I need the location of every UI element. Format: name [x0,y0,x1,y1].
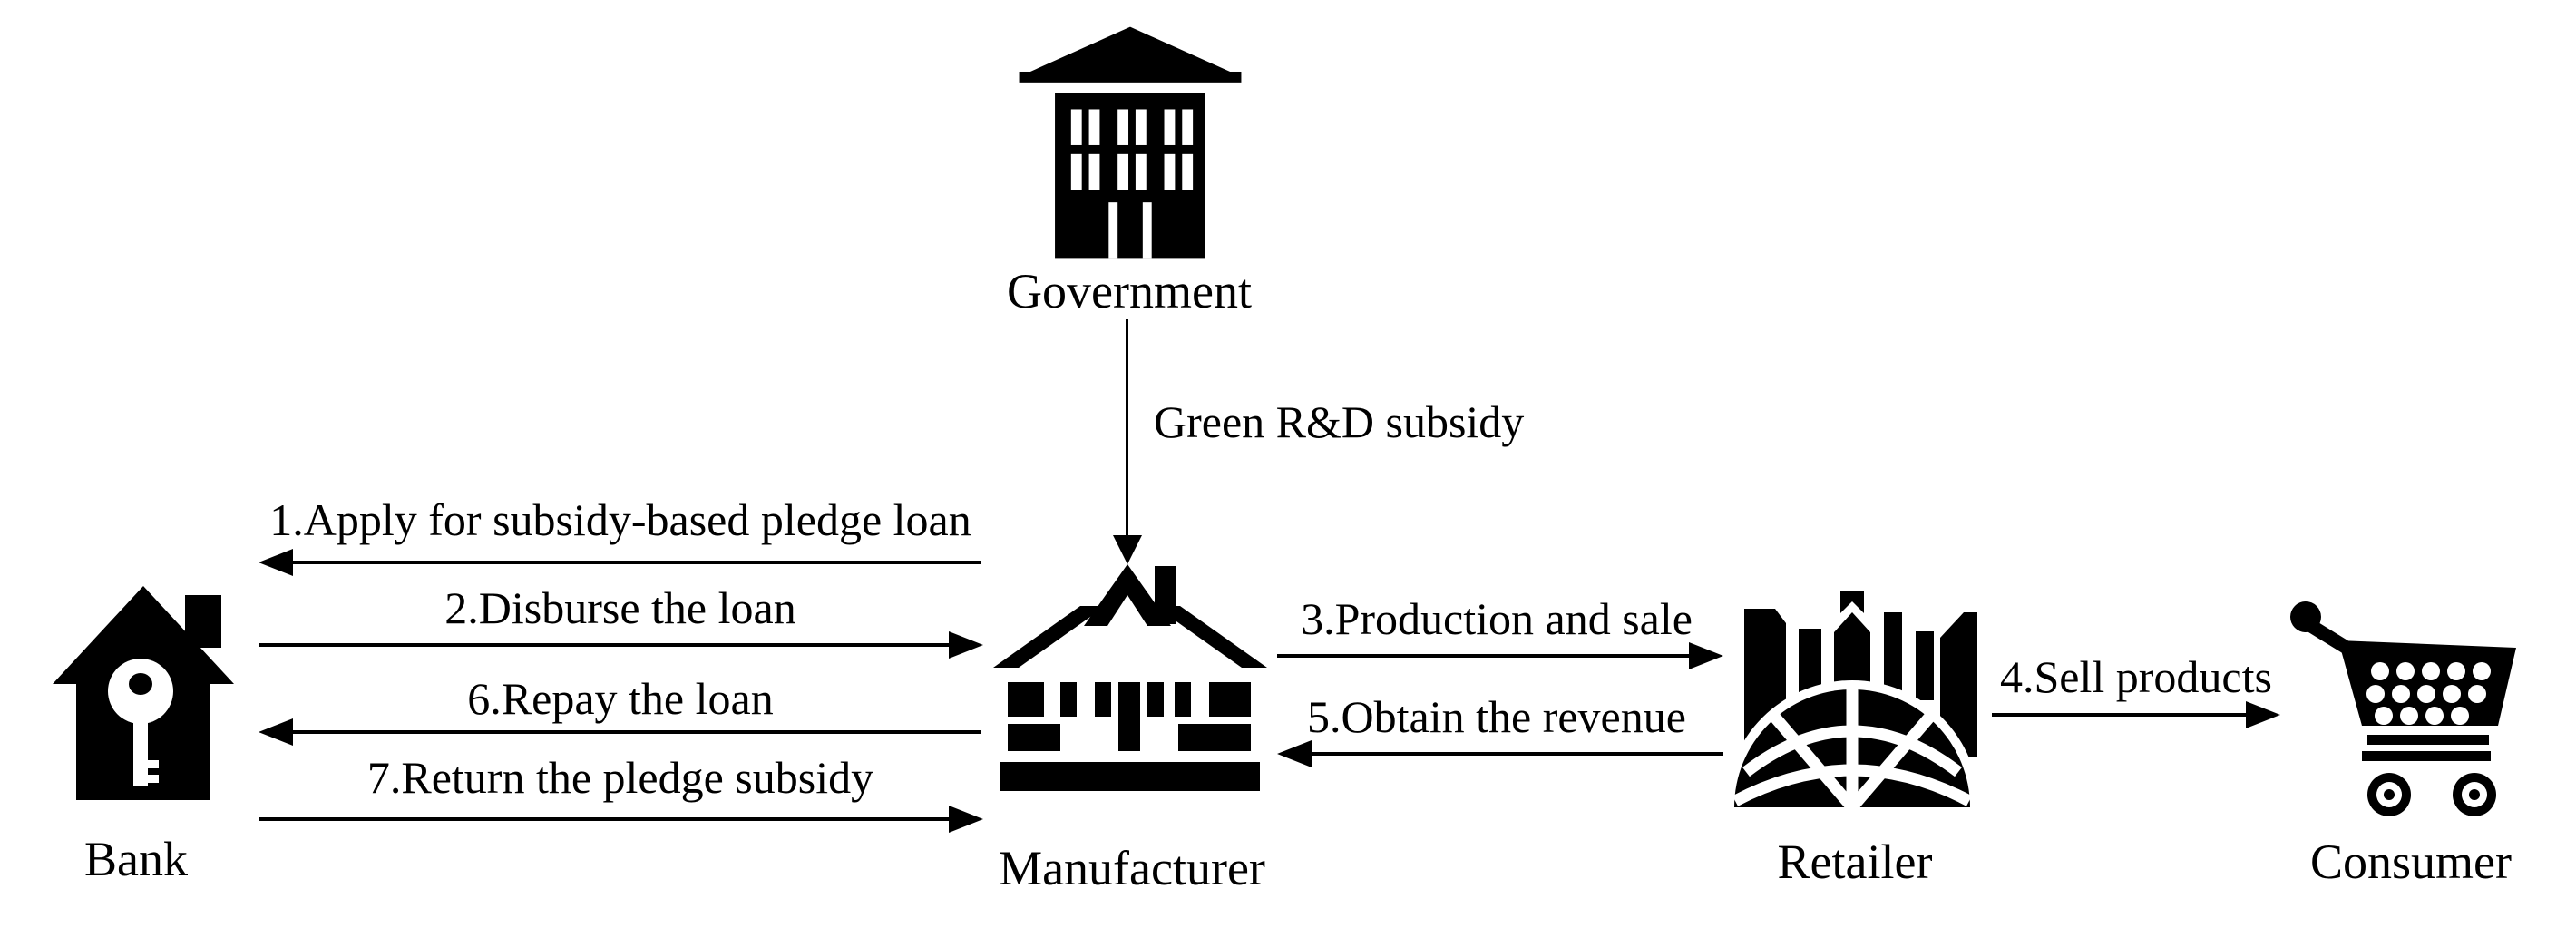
entity-label-government: Government [1007,264,1252,318]
flow-label-2: 2.Disburse the loan [444,582,796,633]
entity-label-manufacturer: Manufacturer [999,841,1265,895]
flow-label-green-subsidy: Green R&D subsidy [1154,396,1525,447]
flow-arrow-5 [1308,752,1723,756]
shopping-cart-icon [2288,590,2534,824]
arrowhead-left-icon [259,718,293,746]
entity-label-bank: Bank [84,832,188,886]
flow-arrow-4 [1992,713,2248,717]
arrowhead-down-icon [1113,535,1142,564]
flow-label-1: 1.Apply for subsidy-based pledge loan [269,494,971,545]
arrowhead-right-icon [1689,642,1723,669]
flow-arrow-3 [1277,654,1691,658]
retailer-city-globe-icon [1728,565,1977,807]
manufacturer-house-icon [993,564,1267,791]
flow-label-6: 6.Repay the loan [467,673,774,724]
flow-arrow-7 [259,817,951,821]
flow-label-5: 5.Obtain the revenue [1307,691,1686,742]
arrowhead-left-icon [1277,740,1312,767]
entity-label-retailer: Retailer [1777,835,1933,889]
flow-label-3: 3.Production and sale [1301,593,1693,644]
arrowhead-right-icon [2246,701,2280,728]
arrowhead-left-icon [259,549,293,576]
arrowhead-right-icon [949,806,983,833]
bank-house-key-icon [53,582,261,800]
flow-arrow-2 [259,643,951,647]
arrowhead-right-icon [949,631,983,659]
flow-label-7: 7.Return the pledge subsidy [366,752,874,803]
flow-arrow-green-subsidy [1126,319,1128,537]
flow-arrow-6 [289,730,981,734]
flow-arrow-1 [289,561,981,564]
entity-label-consumer: Consumer [2310,835,2512,889]
flow-label-4: 4.Sell products [2000,651,2272,702]
government-building-icon [987,25,1273,259]
